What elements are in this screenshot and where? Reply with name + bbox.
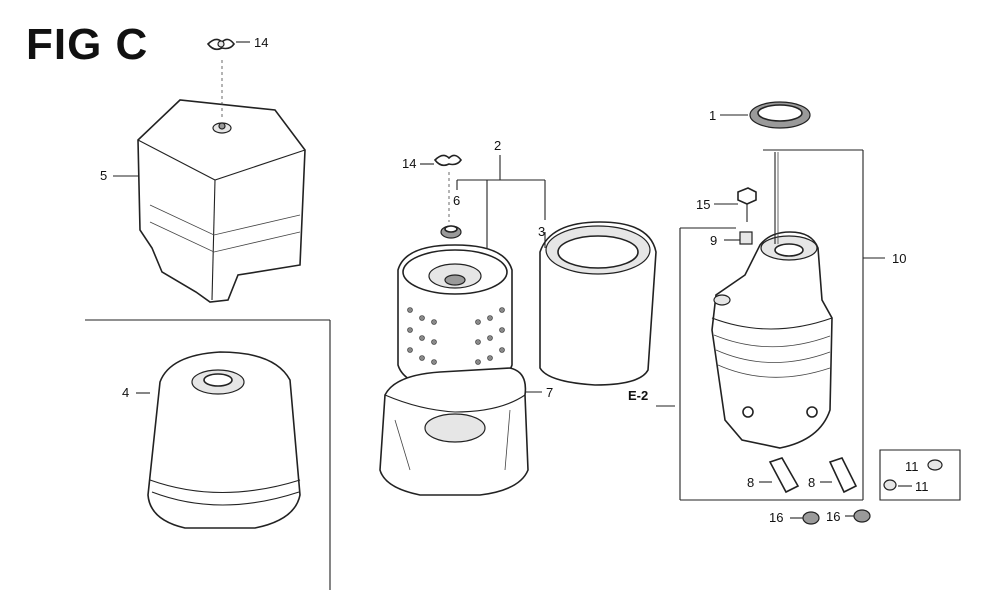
callout-e2: E-2 [628, 388, 648, 403]
callout-9: 9 [710, 233, 717, 248]
wing-nut-14-top [206, 38, 250, 51]
elbow-housing-10 [656, 152, 833, 449]
air-cleaner-cover-5 [113, 60, 306, 303]
paper-filter-element [397, 244, 513, 391]
seal-6 [440, 172, 462, 239]
callout-16-right: 16 [826, 509, 840, 524]
callout-8-left: 8 [747, 475, 754, 490]
bracket-10 [679, 149, 885, 501]
callout-14-top: 14 [254, 35, 268, 50]
callout-11-top: 11 [905, 459, 919, 474]
bracket-2 [456, 155, 546, 260]
callout-10: 10 [892, 251, 906, 266]
tube-8-right [820, 457, 858, 494]
callout-2: 2 [494, 138, 501, 153]
callout-4: 4 [122, 385, 129, 400]
callout-7: 7 [546, 385, 553, 400]
collar-9 [724, 231, 753, 245]
callout-14-mid: 14 [402, 156, 416, 171]
air-cleaner-assembly-4 [136, 351, 301, 529]
callout-16-left: 16 [769, 510, 783, 525]
tube-8-left [759, 457, 800, 494]
gasket-1 [720, 101, 811, 129]
bolt-15 [714, 187, 757, 222]
callout-3: 3 [538, 224, 545, 239]
callout-1: 1 [709, 108, 716, 123]
figure-title: FIG C [26, 20, 149, 69]
clip-16-right [845, 509, 871, 523]
part-11-box [879, 449, 961, 501]
filter-perforations [407, 307, 505, 365]
callout-8-right: 8 [808, 475, 815, 490]
wing-nut-14-mid [420, 154, 462, 167]
section-divider [85, 319, 331, 590]
callout-6: 6 [453, 193, 460, 208]
callout-11-bottom: 11 [915, 479, 929, 494]
air-cleaner-case-7 [379, 367, 542, 496]
foam-element-3 [539, 221, 657, 386]
callout-5: 5 [100, 168, 107, 183]
clip-16-left [790, 511, 820, 525]
callout-15: 15 [696, 197, 710, 212]
